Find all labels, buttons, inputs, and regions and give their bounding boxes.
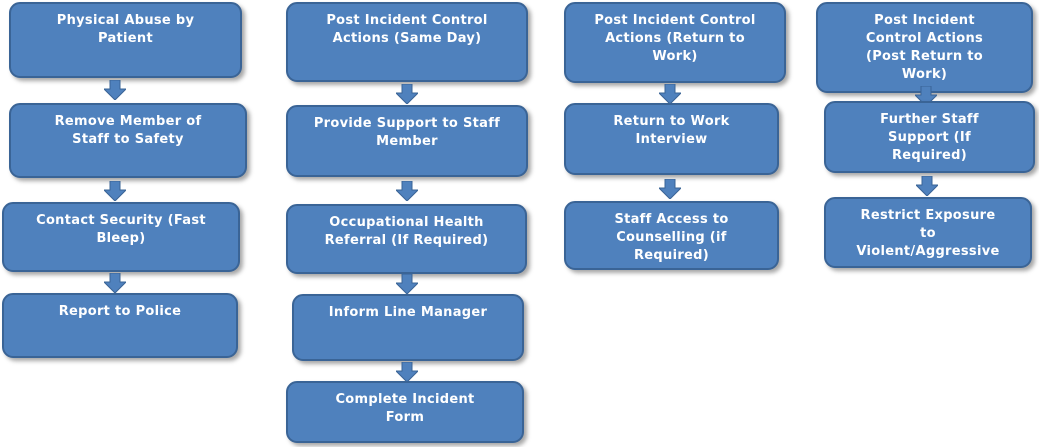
- box-post-incident-same-day: Post Incident Control Actions (Same Day): [286, 2, 528, 82]
- box-occupational-health: Occupational Health Referral (If Require…: [286, 204, 527, 274]
- box-physical-abuse-by-patient: Physical Abuse by Patient: [9, 2, 242, 78]
- box-inform-line-manager: Inform Line Manager: [292, 294, 524, 361]
- down-arrow-icon: [104, 181, 126, 201]
- down-arrow-icon: [104, 80, 126, 100]
- down-arrow-icon: [396, 181, 418, 201]
- box-restrict-exposure: Restrict Exposure to Violent/Aggressive: [824, 197, 1032, 268]
- down-arrow-icon: [396, 274, 418, 294]
- box-post-incident-return-to-work: Post Incident Control Actions (Return to…: [564, 2, 786, 83]
- box-remove-member-of-staff: Remove Member of Staff to Safety: [9, 103, 247, 178]
- down-arrow-icon: [396, 362, 418, 382]
- down-arrow-icon: [659, 84, 681, 104]
- down-arrow-icon: [659, 179, 681, 199]
- box-post-incident-post-return: Post Incident Control Actions (Post Retu…: [816, 2, 1033, 93]
- down-arrow-icon: [916, 176, 938, 196]
- box-complete-incident-form: Complete Incident Form: [286, 381, 524, 443]
- box-provide-support: Provide Support to Staff Member: [286, 105, 528, 177]
- down-arrow-icon: [104, 273, 126, 293]
- box-contact-security: Contact Security (Fast Bleep): [2, 202, 240, 272]
- down-arrow-icon: [915, 86, 937, 106]
- box-return-to-work-interview: Return to Work Interview: [564, 103, 779, 175]
- box-report-to-police: Report to Police: [2, 293, 238, 358]
- box-further-staff-support: Further Staff Support (If Required): [824, 101, 1035, 173]
- down-arrow-icon: [396, 84, 418, 104]
- box-staff-access-to-counselling: Staff Access to Counselling (if Required…: [564, 201, 779, 270]
